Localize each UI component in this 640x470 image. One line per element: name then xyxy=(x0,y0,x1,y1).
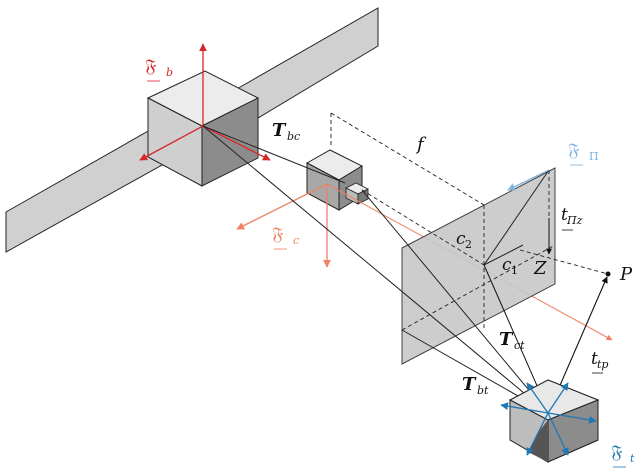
c1-label: c 1 xyxy=(502,255,518,277)
svg-text:Πz: Πz xyxy=(566,214,583,227)
svg-text:T: T xyxy=(272,120,287,141)
svg-text:𝔉: 𝔉 xyxy=(568,140,579,161)
t-piz-label: t Πz xyxy=(561,205,583,231)
t-bc-label: T bc xyxy=(272,120,300,143)
svg-text:Π: Π xyxy=(589,150,599,163)
t-tp-label: t tp xyxy=(591,349,608,374)
svg-text:T: T xyxy=(499,329,514,350)
solar-panel-lower xyxy=(5,129,163,253)
svg-text:c: c xyxy=(456,229,466,249)
body-frame-axes xyxy=(139,43,271,161)
projection-lines xyxy=(330,112,609,331)
svg-text:c: c xyxy=(293,234,299,247)
svg-text:𝔉: 𝔉 xyxy=(611,442,622,463)
image-plane-frame-axes xyxy=(507,169,550,191)
svg-text:t: t xyxy=(630,452,635,465)
svg-text:c: c xyxy=(502,255,512,275)
svg-text:b: b xyxy=(166,66,173,79)
frame-t-label: 𝔉 t xyxy=(611,442,635,468)
frame-c-label: 𝔉 c xyxy=(272,224,299,250)
point-p-label: P xyxy=(619,264,633,285)
svg-text:t: t xyxy=(591,349,598,369)
svg-text:𝔉: 𝔉 xyxy=(145,56,156,77)
z-label: Z xyxy=(533,258,547,279)
focal-length-label: f xyxy=(415,134,427,155)
svg-text:1: 1 xyxy=(511,264,518,277)
svg-text:ct: ct xyxy=(514,339,525,352)
svg-text:tp: tp xyxy=(597,358,608,371)
t-ct-label: T ct xyxy=(499,329,525,352)
frame-pi-label: 𝔉 Π xyxy=(568,140,599,166)
target-frame-axes xyxy=(500,382,597,456)
svg-text:bt: bt xyxy=(477,384,489,397)
svg-text:bc: bc xyxy=(287,130,300,143)
c2-label: c 2 xyxy=(456,229,472,251)
point-p-dot xyxy=(605,271,611,277)
svg-text:𝔉: 𝔉 xyxy=(272,224,283,245)
frame-b-label: 𝔉 b xyxy=(145,56,173,82)
svg-text:t: t xyxy=(561,205,568,225)
t-bt-label: T bt xyxy=(462,374,489,397)
svg-text:T: T xyxy=(462,374,477,395)
svg-text:2: 2 xyxy=(465,238,472,251)
